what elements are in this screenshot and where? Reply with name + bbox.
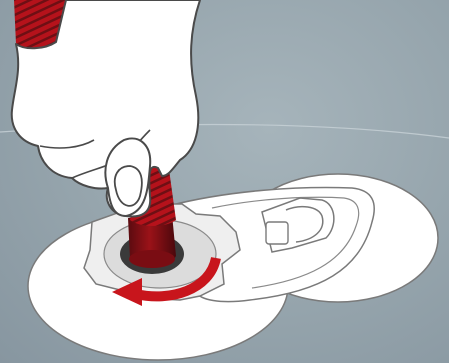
screw-bottom [129,250,175,268]
thumbnail [115,166,142,206]
d-ring-bar [266,222,288,244]
